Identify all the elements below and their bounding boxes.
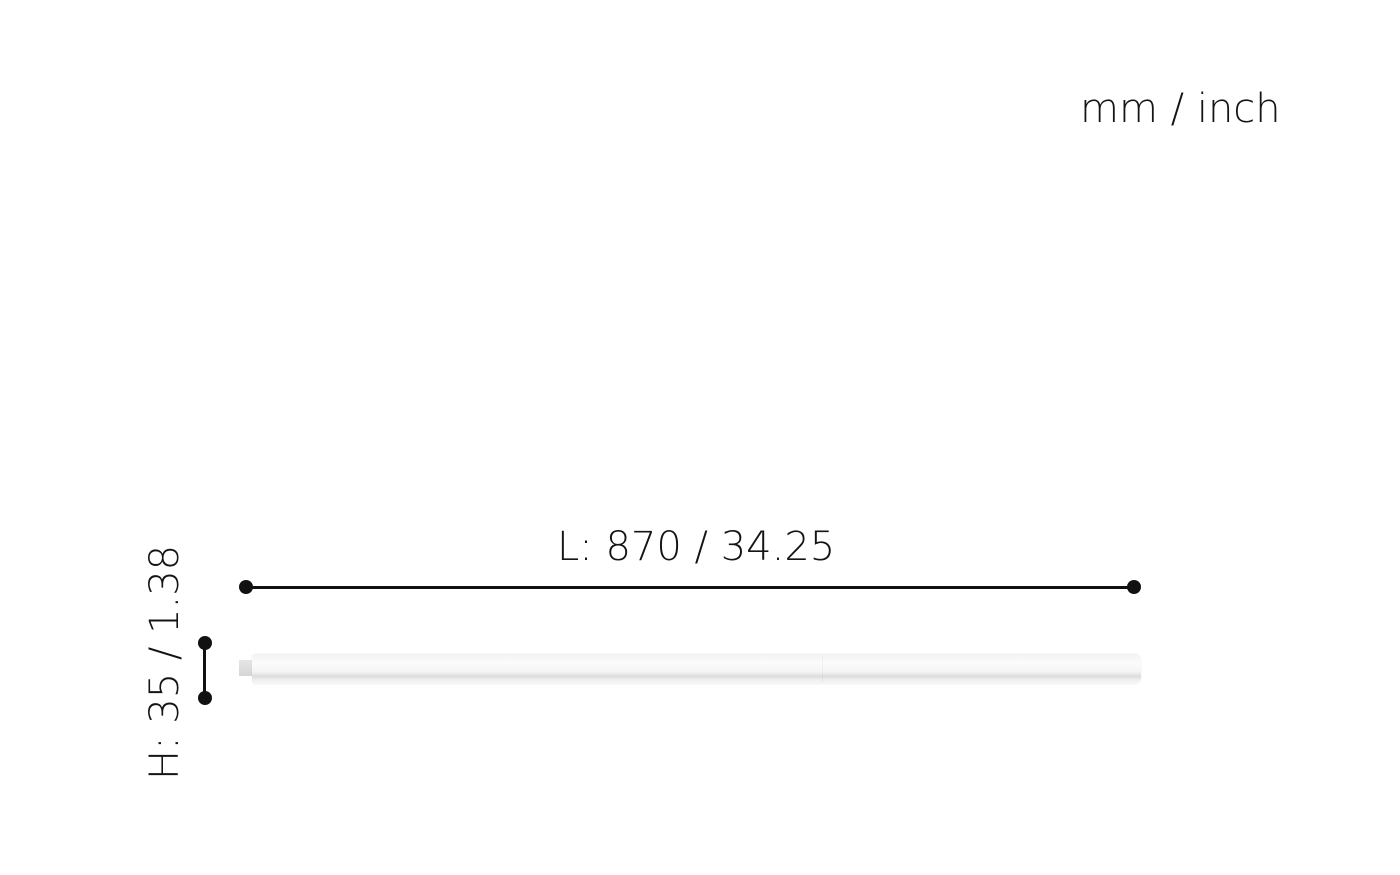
light-bar-body <box>252 654 1141 684</box>
length-start-dot-icon <box>239 580 253 594</box>
height-bottom-dot-icon <box>198 691 212 705</box>
unit-label: mm / inch <box>1080 86 1281 132</box>
length-end-dot-icon <box>1127 580 1141 594</box>
length-line <box>246 586 1134 589</box>
length-dimension-label: L: 870 / 34.25 <box>557 524 836 570</box>
height-dimension-label: H: 35 / 1.38 <box>142 544 188 780</box>
height-top-dot-icon <box>198 636 212 650</box>
height-line <box>203 643 206 698</box>
product-endcap <box>239 660 253 676</box>
light-bar-seam <box>822 656 823 682</box>
